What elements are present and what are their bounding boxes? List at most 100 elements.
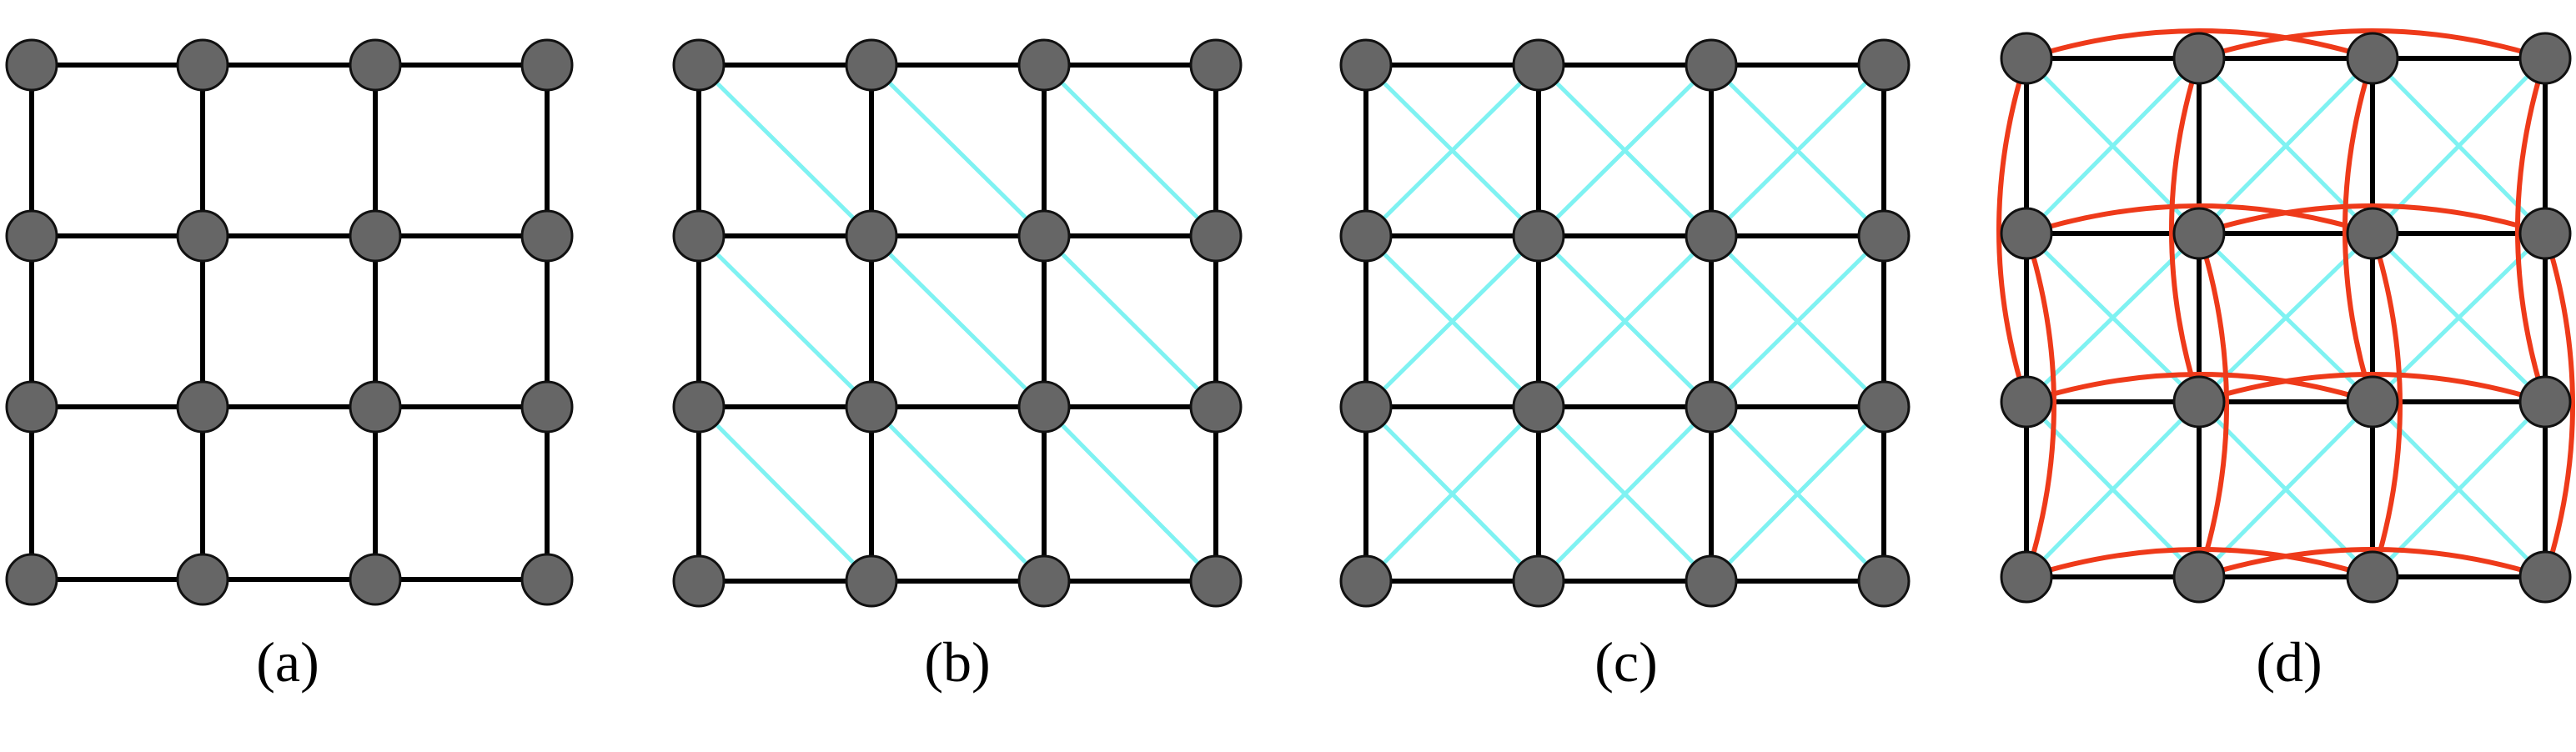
long-range-edge (2197, 231, 2229, 579)
diagonal-edge (1709, 404, 1886, 584)
caption-d: (d) (2256, 630, 2322, 694)
lattice-node (5, 553, 58, 606)
diagonal-edge (1536, 233, 1714, 409)
caption-b: (b) (924, 630, 991, 694)
lattice-node (1017, 554, 1071, 608)
lattice-node (2346, 550, 2399, 604)
long-range-edge (1996, 56, 2029, 404)
lattice-node (672, 554, 726, 608)
lattice-node (2518, 32, 2572, 85)
lattice-node (1685, 209, 1738, 263)
long-range-edge (2197, 372, 2548, 404)
diagonal-edge (869, 233, 1047, 409)
long-range-edge (2197, 28, 2548, 61)
lattice-node (520, 553, 574, 606)
lattice-node (1512, 380, 1565, 434)
long-range-edge (2024, 547, 2375, 579)
diagonal-edge (1363, 233, 1541, 409)
diagonal-edge (1709, 63, 1886, 238)
long-range-edge (2543, 231, 2575, 579)
diagonal-edge (1536, 404, 1714, 584)
lattice-node (2518, 207, 2572, 260)
lattice-node (176, 380, 229, 434)
lattice-node (672, 38, 726, 92)
diagonal-edge (1363, 63, 1541, 238)
lattice-node (1339, 38, 1393, 92)
lattice-node (672, 380, 726, 434)
panel-c-lattice (1339, 38, 1911, 608)
lattice-node (1512, 209, 1565, 263)
lattice-node (1512, 554, 1565, 608)
lattice-node (845, 209, 898, 263)
diagonal-edge (1363, 404, 1541, 584)
diagonal-edge (869, 404, 1047, 584)
long-range-edge (2024, 372, 2375, 404)
lattice-node (1017, 38, 1071, 92)
long-range-edge (2370, 231, 2403, 579)
lattice-node (520, 209, 574, 263)
lattice-node (2000, 32, 2053, 85)
long-range-edge (2169, 56, 2202, 404)
caption-c: (c) (1594, 630, 1658, 694)
diagonal-edge (1042, 233, 1218, 409)
long-range-edge (2024, 203, 2375, 236)
lattice-node (2172, 375, 2226, 429)
lattice-node (2518, 550, 2572, 604)
panel-a-lattice (5, 38, 574, 606)
lattice-node (2172, 32, 2226, 85)
lattice-node (1685, 38, 1738, 92)
lattice-node (2346, 207, 2399, 260)
long-range-edge (2197, 203, 2548, 236)
lattice-node (2346, 375, 2399, 429)
panel-d-lattice (1996, 28, 2575, 604)
long-range-edge (2024, 231, 2056, 579)
lattice-node (2000, 550, 2053, 604)
lattice-node (845, 38, 898, 92)
lattice-node (1339, 380, 1393, 434)
lattice-node (176, 38, 229, 92)
long-range-edge (2197, 547, 2548, 579)
lattice-node (1189, 209, 1243, 263)
lattice-node (520, 380, 574, 434)
lattice-node (5, 380, 58, 434)
lattice-node (349, 209, 402, 263)
panel-b-lattice (672, 38, 1243, 608)
lattice-node (1189, 380, 1243, 434)
lattice-node (1857, 380, 1911, 434)
lattice-node (1189, 38, 1243, 92)
lattice-node (2518, 375, 2572, 429)
diagonal-edge (1042, 404, 1218, 584)
caption-a: (a) (256, 630, 319, 694)
diagonal-edge (2024, 56, 2202, 236)
long-range-edge (2343, 56, 2375, 404)
diagonal-edge (696, 233, 874, 409)
lattice-node (349, 553, 402, 606)
lattice-node (1685, 554, 1738, 608)
lattice-node (5, 38, 58, 92)
lattice-node (1857, 209, 1911, 263)
lattice-node (2172, 550, 2226, 604)
diagonal-edge (1536, 63, 1714, 238)
diagonal-edge (1709, 233, 1886, 409)
lattice-node (845, 554, 898, 608)
diagonal-edge (696, 404, 874, 584)
lattice-node (1857, 38, 1911, 92)
lattice-node (1189, 554, 1243, 608)
lattice-node (176, 209, 229, 263)
diagonal-edge (2024, 399, 2202, 579)
lattice-node (5, 209, 58, 263)
lattice-node (349, 380, 402, 434)
lattice-node (2346, 32, 2399, 85)
lattice-node (176, 553, 229, 606)
lattice-node (1685, 380, 1738, 434)
lattice-node (845, 380, 898, 434)
lattice-node (1339, 554, 1393, 608)
lattice-node (1017, 209, 1071, 263)
lattice-node (520, 38, 574, 92)
lattice-node (2000, 207, 2053, 260)
long-range-edge (2515, 56, 2548, 404)
lattice-node (672, 209, 726, 263)
lattice-node (1339, 209, 1393, 263)
long-range-edge (2024, 28, 2375, 61)
